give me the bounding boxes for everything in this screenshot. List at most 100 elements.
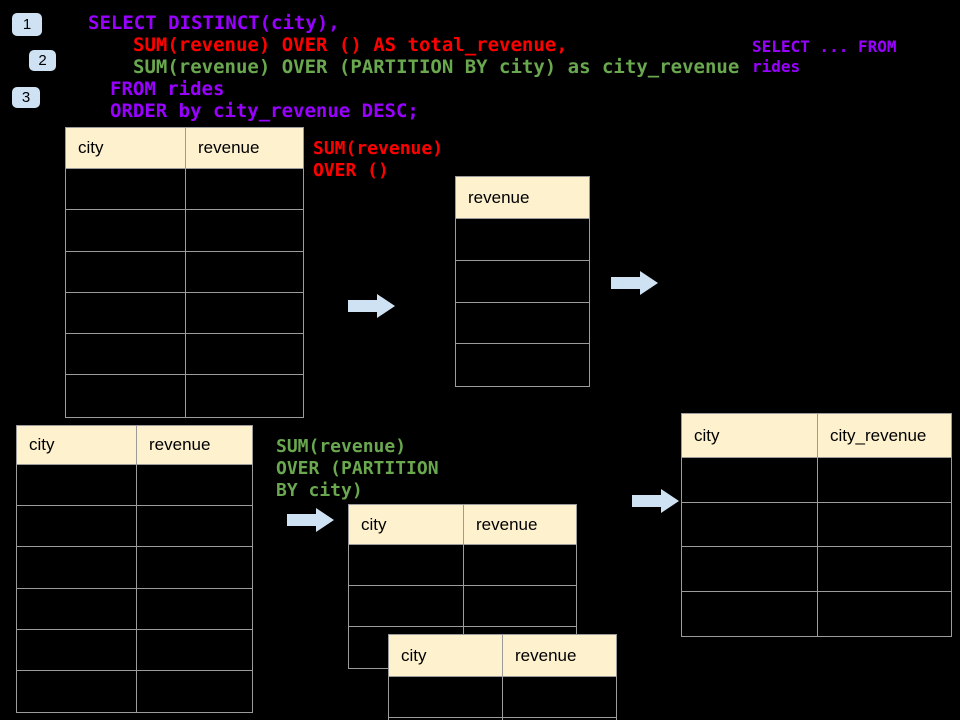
table-cell bbox=[818, 592, 951, 637]
table-row bbox=[17, 588, 252, 630]
source-table-bottom: city revenue bbox=[16, 425, 253, 714]
table-row bbox=[17, 670, 252, 713]
table-cell bbox=[66, 375, 186, 417]
header-cell-city: city bbox=[389, 635, 503, 676]
table-cell bbox=[818, 503, 951, 547]
header-cell-revenue: revenue bbox=[476, 514, 538, 534]
table-cell bbox=[137, 547, 252, 587]
total-revenue-table: revenue bbox=[455, 176, 590, 388]
table-cell bbox=[349, 586, 464, 626]
table-row bbox=[349, 586, 576, 627]
table-cell bbox=[349, 545, 464, 585]
table-row bbox=[17, 547, 252, 589]
table-row bbox=[66, 375, 303, 417]
table-cell bbox=[389, 677, 503, 717]
table-row bbox=[456, 344, 589, 386]
table-cell bbox=[682, 458, 818, 502]
table-cell bbox=[456, 219, 589, 260]
table-cell bbox=[66, 169, 186, 210]
table-cell bbox=[186, 210, 303, 250]
table-body bbox=[17, 465, 252, 713]
table-header-row: city city_revenue bbox=[682, 414, 951, 458]
table-row bbox=[17, 629, 252, 671]
header-cell-revenue: revenue bbox=[468, 187, 530, 207]
table-cell bbox=[186, 375, 303, 416]
table-cell bbox=[503, 677, 616, 717]
table-header-row: city revenue bbox=[389, 635, 616, 677]
table-cell bbox=[137, 465, 252, 505]
table-cell bbox=[66, 210, 186, 251]
table-cell bbox=[186, 334, 303, 374]
table-body bbox=[66, 169, 303, 417]
from-clause-note: SELECT ... FROM rides bbox=[752, 37, 897, 76]
table-row bbox=[17, 465, 252, 507]
sql-line-order: ORDER by city_revenue DESC; bbox=[110, 100, 419, 122]
table-row bbox=[17, 506, 252, 548]
table-cell bbox=[389, 718, 503, 720]
table-header-row: city revenue bbox=[349, 505, 576, 545]
partition-table-back: city revenue bbox=[348, 504, 577, 669]
window-partition-note: SUM(revenue) OVER (PARTITION BY city) bbox=[276, 436, 439, 501]
table-body bbox=[456, 219, 589, 386]
table-row bbox=[456, 219, 589, 261]
table-cell bbox=[17, 506, 137, 547]
header-cell-city: city bbox=[349, 505, 464, 544]
table-cell bbox=[66, 251, 186, 292]
table-row bbox=[66, 334, 303, 376]
table-row bbox=[66, 251, 303, 293]
table-cell bbox=[137, 630, 252, 670]
step-badge-1: 1 bbox=[12, 13, 42, 36]
table-cell bbox=[137, 671, 252, 712]
table-row bbox=[66, 169, 303, 211]
header-cell-city: city bbox=[682, 414, 818, 457]
step-badge-3: 3 bbox=[12, 87, 40, 108]
table-row bbox=[349, 545, 576, 586]
table-row bbox=[682, 547, 951, 592]
header-cell-city: city bbox=[17, 426, 137, 464]
result-table: city city_revenue bbox=[681, 413, 952, 637]
partition-table-front: city revenue bbox=[388, 634, 617, 720]
table-cell bbox=[456, 344, 589, 386]
table-row bbox=[389, 718, 616, 720]
table-row bbox=[682, 591, 951, 637]
table-cell bbox=[137, 589, 252, 629]
header-cell-city: city bbox=[66, 128, 186, 168]
header-cell-revenue: revenue bbox=[515, 645, 577, 665]
table-cell bbox=[456, 303, 589, 344]
table-cell bbox=[137, 506, 252, 546]
source-table-top: city revenue bbox=[65, 127, 304, 418]
table-cell bbox=[818, 458, 951, 502]
table-row bbox=[66, 210, 303, 252]
table-row bbox=[682, 458, 951, 503]
table-cell bbox=[456, 261, 589, 302]
table-row bbox=[456, 303, 589, 345]
window-total-note: SUM(revenue) OVER () bbox=[313, 138, 444, 181]
table-cell bbox=[66, 334, 186, 375]
table-cell bbox=[682, 591, 818, 636]
sql-line-sum-partition: SUM(revenue) OVER (PARTITION BY city) as… bbox=[133, 56, 740, 78]
table-cell bbox=[17, 670, 137, 713]
table-cell bbox=[186, 293, 303, 333]
table-cell bbox=[464, 545, 576, 585]
table-row bbox=[66, 292, 303, 335]
header-cell-city-revenue: city_revenue bbox=[830, 425, 927, 445]
arrow-right-icon bbox=[611, 271, 658, 295]
table-cell bbox=[682, 502, 818, 546]
table-cell bbox=[818, 547, 951, 591]
header-cell-revenue: revenue bbox=[149, 435, 211, 454]
header-cell-revenue: revenue bbox=[198, 138, 260, 157]
table-cell bbox=[17, 465, 137, 506]
table-row bbox=[389, 677, 616, 718]
sql-line-from: FROM rides bbox=[110, 78, 225, 100]
table-cell bbox=[186, 169, 303, 209]
table-cell bbox=[66, 292, 186, 334]
table-cell bbox=[464, 586, 576, 626]
sql-line-select: SELECT DISTINCT(city), bbox=[88, 12, 340, 34]
arrow-right-icon bbox=[632, 489, 679, 513]
table-cell bbox=[17, 547, 137, 588]
sql-line-sum-total: SUM(revenue) OVER () AS total_revenue, bbox=[133, 34, 568, 56]
arrow-right-icon bbox=[287, 508, 334, 532]
table-cell bbox=[17, 629, 137, 670]
table-cell bbox=[186, 252, 303, 292]
